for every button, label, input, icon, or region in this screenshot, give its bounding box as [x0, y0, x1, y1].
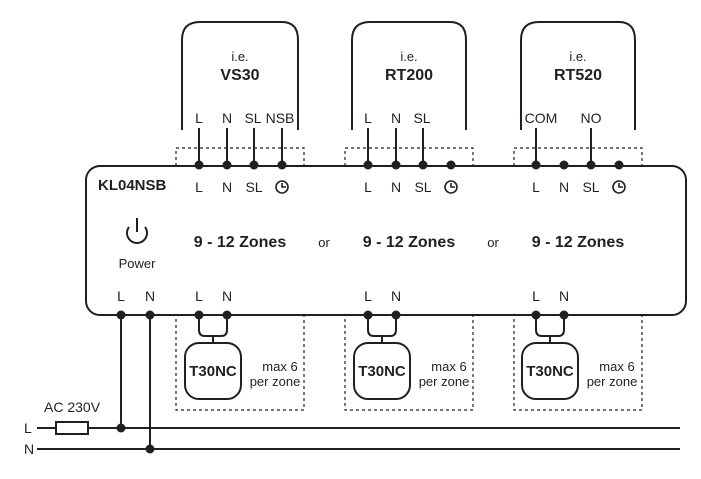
zone-3-terminal-n: N — [559, 179, 569, 195]
zone-2-bottom-terminal-l: L — [364, 288, 372, 304]
thermostat-wires — [198, 315, 565, 343]
zone-2-bottom-terminal-n: N — [391, 288, 401, 304]
zone-3-terminal-l: L — [532, 179, 540, 195]
zone-1-bottom-terminal-l: L — [195, 288, 203, 304]
supply-wiring — [37, 315, 680, 454]
device-rt520-terminal-no: NO — [581, 110, 602, 126]
device-vs30-terminal-nsb: NSB — [266, 110, 295, 126]
thermostat-zone-1-label: T30NC — [189, 363, 237, 380]
zone-1-terminal-sl: SL — [245, 179, 262, 195]
device-vs30-name: VS30 — [220, 67, 259, 84]
zone-3-max-line1: max 6 — [599, 359, 634, 374]
zone-2-clock-icon — [444, 180, 458, 194]
power-icon — [126, 218, 148, 244]
device-rt200-terminal-sl: SL — [413, 110, 430, 126]
device-vs30-prefix: i.e. — [231, 49, 248, 64]
zone-2-max-line2: per zone — [419, 374, 470, 389]
zone-2-terminal-n: N — [391, 179, 401, 195]
device-rt520-terminal-com: COM — [525, 110, 558, 126]
zone-1-bottom-terminal-n: N — [222, 288, 232, 304]
zone-1-zones-label: 9 - 12 Zones — [194, 234, 287, 251]
module-top-terminals — [194, 160, 624, 170]
device-rt200-box — [351, 21, 467, 130]
supply-line-l-label: L — [24, 420, 32, 436]
zone-1-clock-icon — [275, 180, 289, 194]
device-rt520: i.e. RT520 COM NO — [520, 21, 636, 130]
zone-1-terminal-n: N — [222, 179, 232, 195]
device-rt200-terminal-l: L — [364, 110, 372, 126]
device-rt200-name: RT200 — [385, 67, 433, 84]
thermostat-zone-3: T30NC — [521, 342, 579, 400]
zone-2-terminal-l: L — [364, 179, 372, 195]
supply-voltage-label: AC 230V — [44, 399, 101, 415]
device-rt520-name: RT520 — [554, 67, 602, 84]
or-label-1: or — [318, 235, 330, 250]
zone-1-terminal-l: L — [195, 179, 203, 195]
controller-terminal-n: N — [145, 288, 155, 304]
controller-terminal-l: L — [117, 288, 125, 304]
thermostat-zone-2-label: T30NC — [358, 363, 406, 380]
fuse-symbol — [55, 421, 89, 435]
device-vs30-terminal-sl: SL — [244, 110, 261, 126]
supply-line-n-label: N — [24, 441, 34, 457]
zone-3-bottom-terminal-n: N — [559, 288, 569, 304]
device-rt200-terminal-n: N — [391, 110, 401, 126]
zone-2-terminal-sl: SL — [414, 179, 431, 195]
controller-name: KL04NSB — [98, 177, 167, 194]
or-label-2: or — [487, 235, 499, 250]
power-label: Power — [119, 256, 157, 271]
zone-1-max-line2: per zone — [250, 374, 301, 389]
zone-3-clock-icon — [612, 180, 626, 194]
device-rt520-prefix: i.e. — [569, 49, 586, 64]
thermostat-zone-2: T30NC — [353, 342, 411, 400]
zone-2-zones-label: 9 - 12 Zones — [363, 234, 456, 251]
zone-1-max-line1: max 6 — [262, 359, 297, 374]
thermostat-zone-3-label: T30NC — [526, 363, 574, 380]
thermostat-zone-1: T30NC — [184, 342, 242, 400]
zone-3-zones-label: 9 - 12 Zones — [532, 234, 625, 251]
controller-box — [85, 165, 687, 316]
zone-3-max-line2: per zone — [587, 374, 638, 389]
zone-3-bottom-terminal-l: L — [532, 288, 540, 304]
device-rt200: i.e. RT200 L N SL — [351, 21, 467, 130]
zone-2-max-line1: max 6 — [431, 359, 466, 374]
zone-3-terminal-sl: SL — [582, 179, 599, 195]
device-vs30-terminal-l: L — [195, 110, 203, 126]
device-vs30-terminal-n: N — [222, 110, 232, 126]
device-vs30: i.e. VS30 L N SL NSB — [181, 21, 299, 130]
device-rt520-box — [520, 21, 636, 130]
device-rt200-prefix: i.e. — [400, 49, 417, 64]
device-vs30-box — [181, 21, 299, 130]
device-wires — [198, 128, 592, 164]
